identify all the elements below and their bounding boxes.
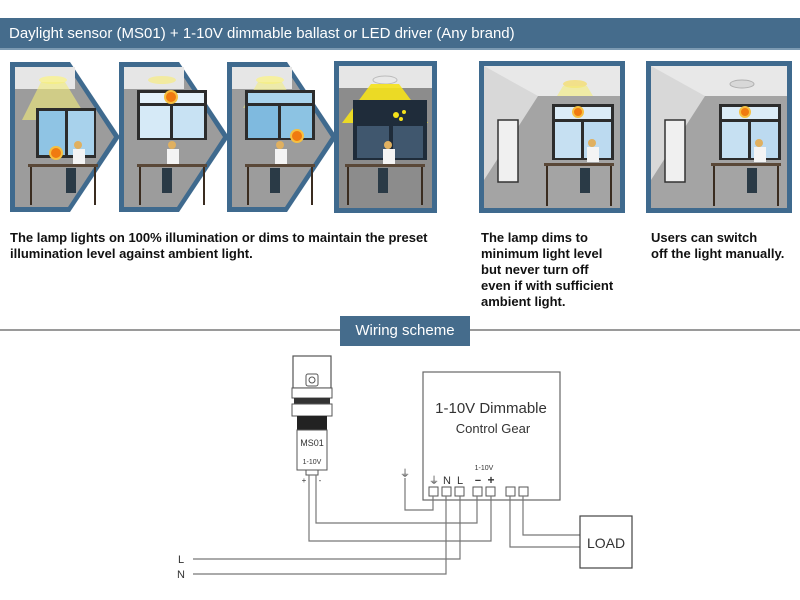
header-banner: Daylight sensor (MS01) + 1-10V dimmable … bbox=[0, 18, 800, 50]
load-box: LOAD bbox=[579, 515, 633, 569]
sensor-signal-label: 1-10V bbox=[303, 459, 322, 466]
sensor-model-label: MS01 bbox=[300, 438, 324, 448]
terminal-out-2 bbox=[518, 486, 529, 497]
caption-line: ambient light. bbox=[481, 294, 566, 309]
control-gear-title-line1: 1-10V Dimmable bbox=[435, 400, 547, 417]
header-title: Daylight sensor (MS01) + 1-10V dimmable … bbox=[9, 25, 515, 42]
sensor-minus-label: - bbox=[319, 476, 322, 485]
caption-minimum-level: The lamp dims to minimum light level but… bbox=[481, 230, 613, 310]
office-illustration-night bbox=[334, 61, 437, 213]
ceiling-lamp-icon bbox=[729, 79, 755, 89]
office-illustration-medium-ambient bbox=[227, 62, 337, 212]
door-icon bbox=[497, 119, 519, 183]
terminal-minus-label: − bbox=[475, 475, 481, 487]
wires bbox=[193, 475, 580, 575]
wiring-scheme-title: Wiring scheme bbox=[340, 316, 470, 346]
terminal-l bbox=[454, 486, 465, 497]
scenario-panel-3 bbox=[225, 60, 340, 214]
caption-line: The lamp dims to bbox=[481, 230, 588, 245]
section-divider-right bbox=[468, 329, 800, 331]
live-wire bbox=[193, 496, 461, 560]
dim-input-label: 1-10V bbox=[475, 465, 494, 472]
dim-plus-wire bbox=[308, 475, 492, 542]
scenario-panel-4 bbox=[333, 60, 438, 214]
sun-icon bbox=[164, 90, 178, 104]
caption-line: Users can switch bbox=[651, 230, 758, 245]
sun-icon bbox=[572, 106, 584, 118]
scenario-panel-5 bbox=[478, 60, 626, 214]
sun-icon bbox=[739, 106, 751, 118]
office-illustration-high-ambient bbox=[119, 62, 229, 212]
neutral-wire bbox=[193, 496, 447, 575]
scenario-panel-1 bbox=[8, 60, 123, 214]
terminal-dim-minus bbox=[472, 486, 483, 497]
sensor-plus-label: + bbox=[302, 476, 307, 485]
load-wire-2 bbox=[522, 496, 580, 536]
wiring-diagram: MS01 1-10V + - 1-10V Dimmable Control Ge… bbox=[177, 355, 633, 581]
control-gear: 1-10V Dimmable Control Gear 1-10V ⏚ N L … bbox=[422, 371, 561, 501]
external-earth-icon: ⏚ bbox=[400, 468, 410, 480]
mains-n-label: N bbox=[177, 569, 185, 581]
ceiling-lamp-icon bbox=[372, 75, 398, 85]
caption-line: minimum light level bbox=[481, 246, 603, 261]
caption-line: but never turn off bbox=[481, 262, 589, 277]
earth-icon: ⏚ bbox=[429, 475, 439, 487]
terminal-n-label: N bbox=[443, 475, 451, 487]
caption-line: off the light manually. bbox=[651, 246, 785, 261]
caption-regulation: The lamp lights on 100% illumination or … bbox=[10, 230, 428, 261]
office-illustration-low-ambient bbox=[10, 62, 120, 212]
terminal-n bbox=[441, 486, 452, 497]
terminal-plus-label: + bbox=[487, 473, 494, 487]
scenario-panel-6 bbox=[645, 60, 793, 214]
terminal-dim-plus bbox=[485, 486, 496, 497]
control-gear-title-line2: Control Gear bbox=[456, 421, 531, 436]
sun-icon bbox=[49, 146, 63, 160]
terminal-out-1 bbox=[505, 486, 516, 497]
section-divider-left bbox=[0, 329, 342, 331]
caption-line: even if with sufficient bbox=[481, 278, 614, 293]
scenario-panel-2 bbox=[117, 60, 232, 214]
caption-manual-off: Users can switch off the light manually. bbox=[651, 230, 784, 262]
office-illustration-light-off bbox=[646, 61, 792, 213]
mains-l-label: L bbox=[178, 554, 184, 566]
office-illustration-minimum-level bbox=[479, 61, 625, 213]
load-wire-1 bbox=[509, 496, 580, 548]
terminal-earth bbox=[428, 486, 439, 497]
door-icon bbox=[664, 119, 686, 183]
ceiling-lamp-icon bbox=[148, 76, 176, 84]
load-label: LOAD bbox=[587, 535, 625, 551]
terminal-l-label: L bbox=[457, 475, 463, 487]
dim-minus-wire bbox=[315, 475, 478, 524]
ms01-sensor: MS01 1-10V + - bbox=[291, 355, 333, 485]
sun-icon bbox=[290, 129, 304, 143]
earth-wire bbox=[404, 478, 434, 511]
